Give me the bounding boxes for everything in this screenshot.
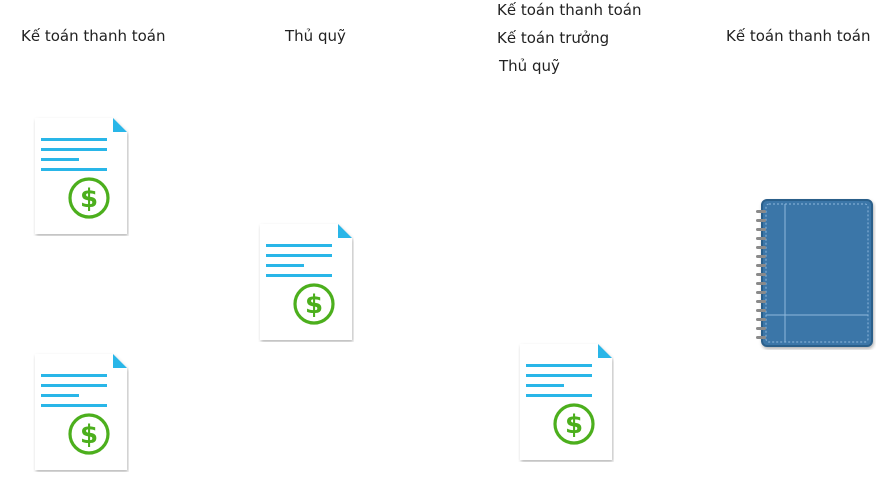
payment-document-icon: [33, 116, 129, 236]
lane-2-title: Thủ quỹ: [285, 27, 346, 45]
lane-4-title: Kế toán thanh toán: [726, 27, 871, 45]
payment-document-icon: [33, 352, 129, 472]
lane-3-title-2: Kế toán trưởng: [497, 29, 610, 47]
lane-3-title-1: Kế toán thanh toán: [497, 1, 642, 19]
payment-document-icon: [258, 222, 354, 342]
lane-3-title-3: Thủ quỹ: [499, 57, 560, 75]
ledger-book-icon: [756, 198, 876, 350]
payment-document-icon: [518, 342, 614, 462]
lane-1-title: Kế toán thanh toán: [21, 27, 166, 45]
